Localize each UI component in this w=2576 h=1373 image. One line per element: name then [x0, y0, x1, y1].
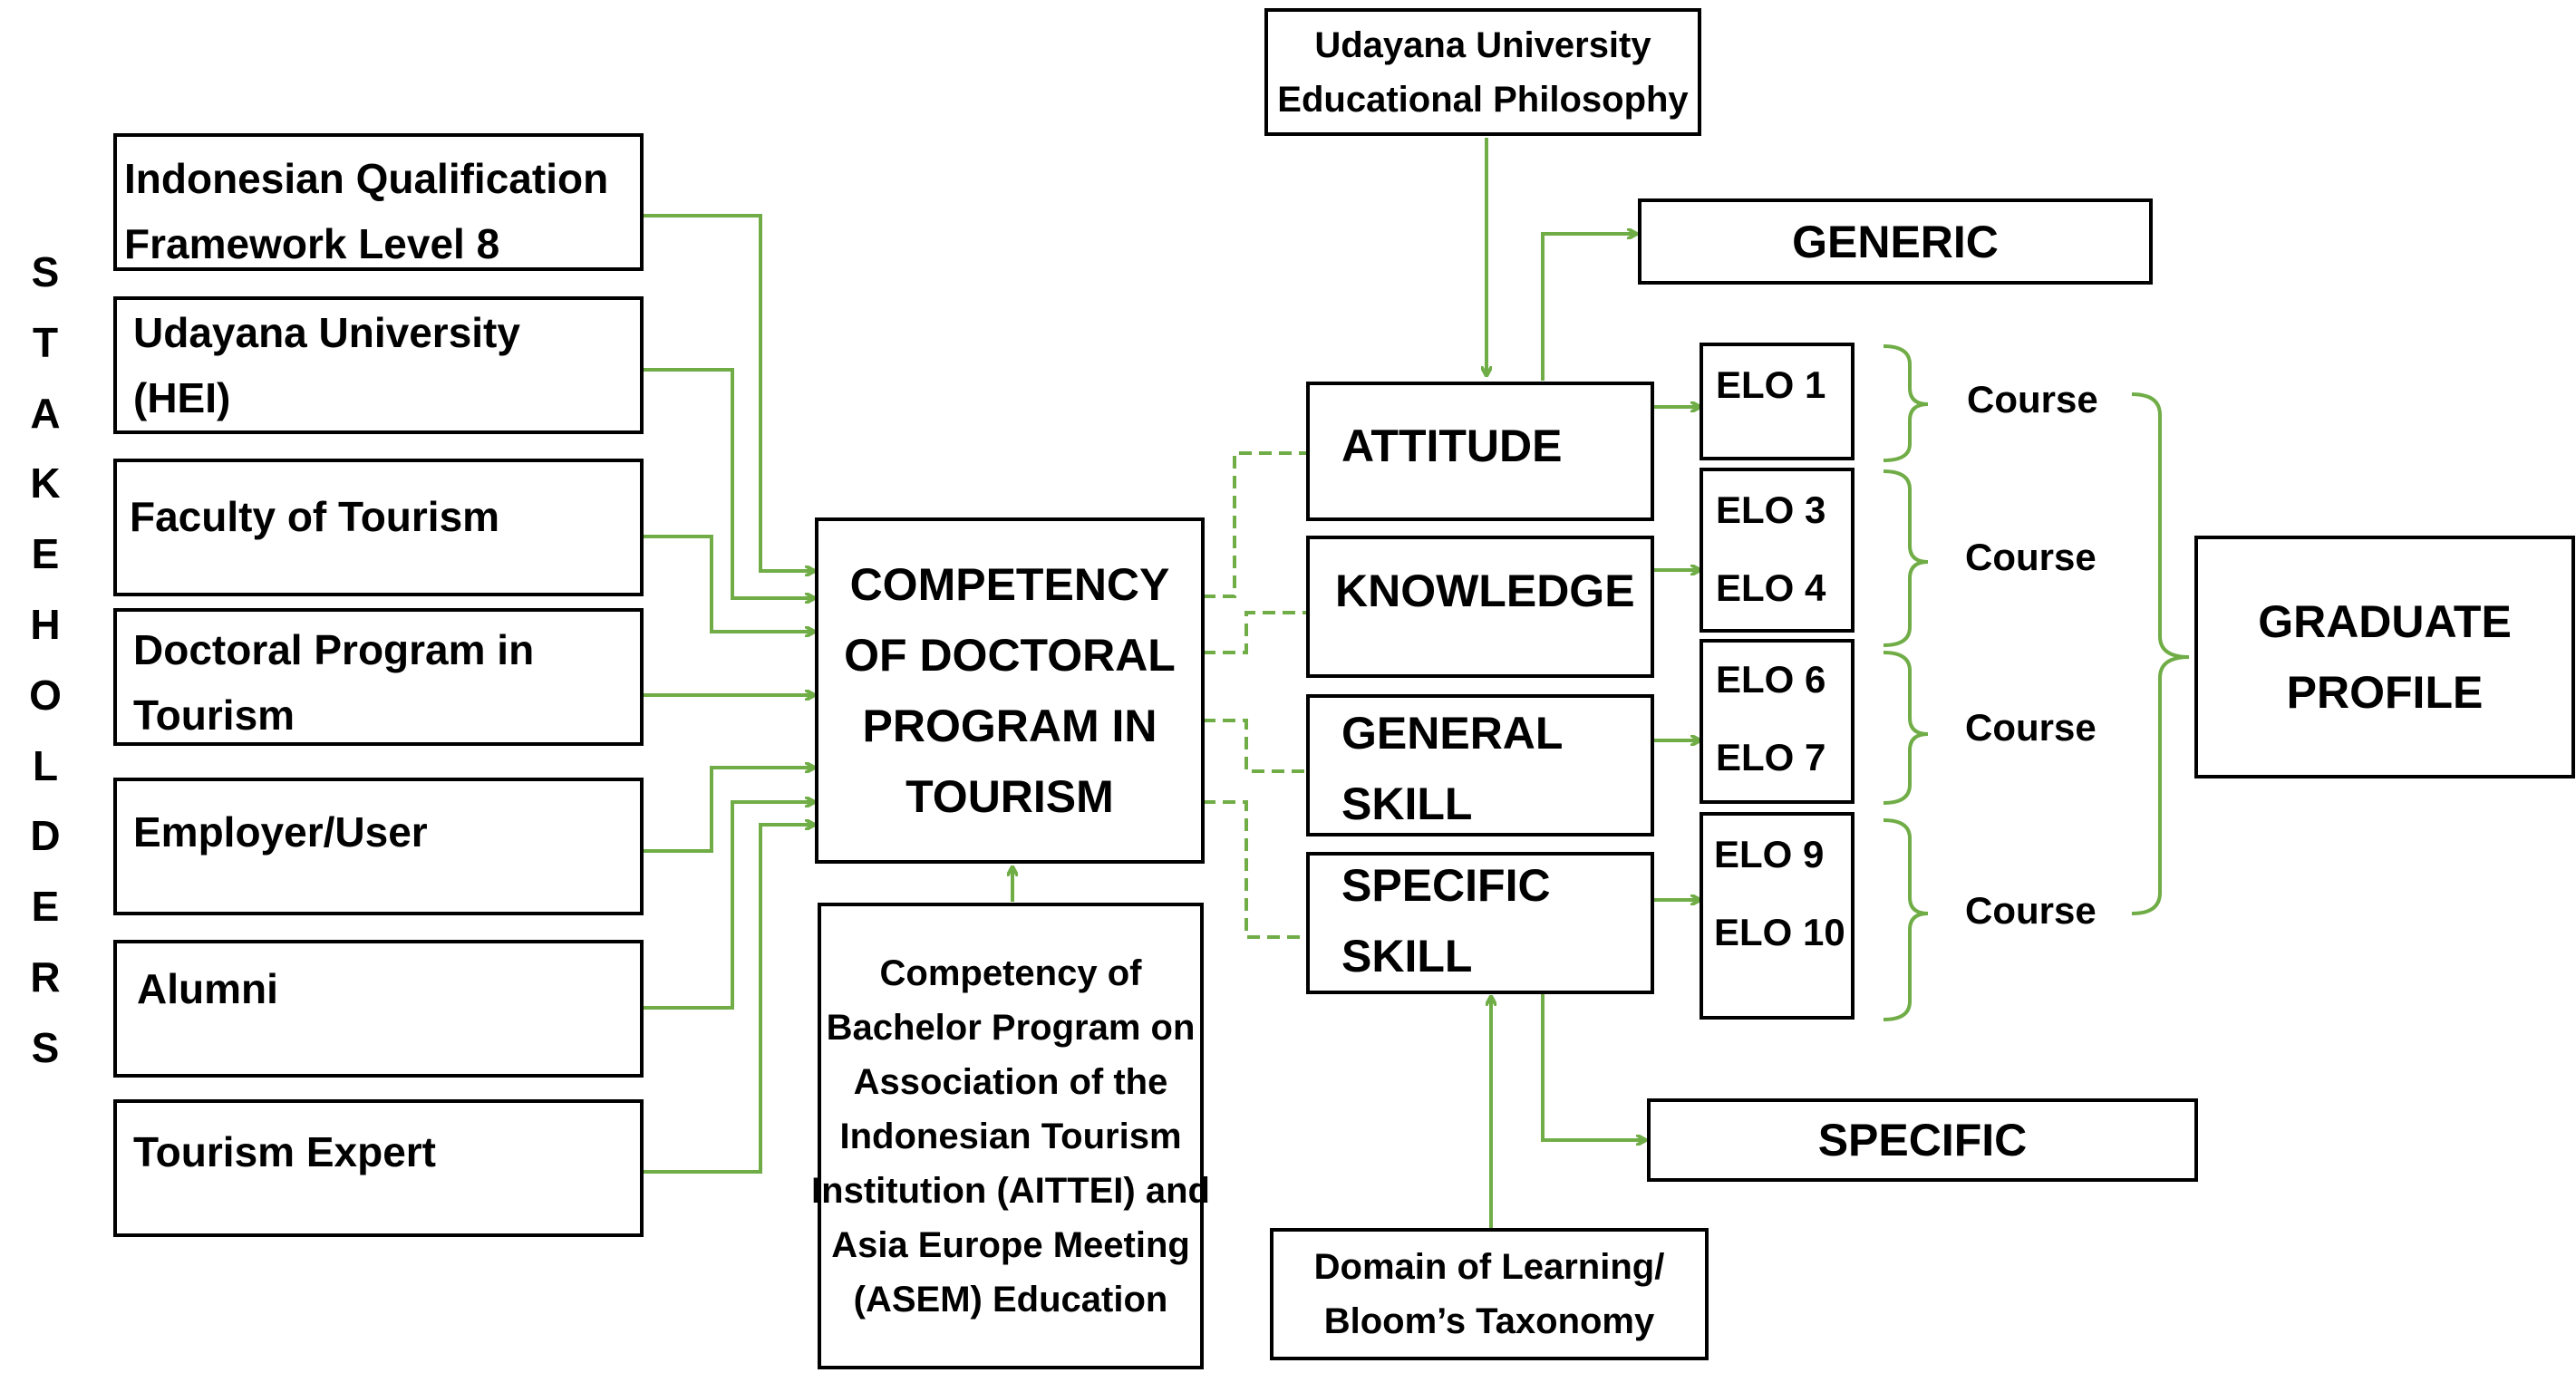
knowledge-label: KNOWLEDGE	[1335, 566, 1635, 616]
arrow-faculty-to-competency	[642, 535, 814, 632]
stakeholder-line: Employer/User	[133, 808, 428, 856]
stakeholder-faculty-of-tourism: Faculty of Tourism	[113, 459, 644, 596]
domain-learning-line: Bloom’s Taxonomy	[1323, 1301, 1655, 1341]
elo-label: ELO 10	[1714, 911, 1845, 953]
elo-label: ELO 6	[1716, 658, 1826, 701]
brace-elo-group-1	[1883, 344, 1929, 462]
brace-elo-group-4	[1883, 818, 1929, 1021]
stakeholders-letter: L	[32, 741, 59, 789]
stakeholder-line: (HEI)	[133, 374, 231, 421]
graduate-profile-line: GRADUATE	[2258, 596, 2512, 647]
stakeholder-line: Faculty of Tourism	[130, 493, 500, 540]
stakeholders-letter: R	[30, 952, 61, 1001]
elo-box-4: ELO 9 ELO 10	[1700, 812, 1855, 1020]
generic-label: GENERIC	[1792, 216, 1999, 267]
philosophy-line: Educational Philosophy	[1277, 79, 1689, 120]
stakeholder-alumni: Alumni	[113, 940, 644, 1078]
brace-elo-group-3	[1883, 651, 1929, 805]
stakeholder-line: Udayana University	[133, 309, 520, 356]
competency-line: OF DOCTORAL	[844, 630, 1176, 681]
competency-line: TOURISM	[905, 771, 1114, 822]
specific-label: SPECIFIC	[1817, 1115, 2028, 1165]
stakeholders-letter: T	[32, 318, 59, 366]
philosophy-line: Udayana University	[1314, 24, 1651, 65]
competency-line: COMPETENCY	[849, 559, 1170, 610]
arrow-qualification-to-competency	[642, 214, 814, 571]
elo-box-2: ELO 3 ELO 4	[1700, 468, 1855, 633]
specific-box: SPECIFIC	[1647, 1098, 2198, 1182]
stakeholders-letter: S	[31, 1023, 60, 1071]
course-label-2: Course	[1965, 536, 2097, 578]
stakeholders-letter: S	[31, 248, 60, 295]
stakeholder-tourism-expert: Tourism Expert	[113, 1099, 644, 1237]
bachelor-line: Competency of	[879, 952, 1142, 993]
bachelor-line: Bachelor Program on	[826, 1007, 1196, 1048]
educational-philosophy-box: Udayana University Educational Philosoph…	[1264, 8, 1701, 136]
elo-label: ELO 7	[1716, 736, 1826, 778]
arrow-udayana-to-competency	[642, 368, 814, 598]
graduate-profile-box: GRADUATE PROFILE	[2194, 536, 2575, 778]
stakeholders-letter: K	[30, 459, 61, 508]
brace-courses	[2131, 392, 2190, 915]
specific-skill-line: SPECIFIC	[1341, 860, 1551, 911]
stakeholders-letter: E	[31, 530, 60, 578]
bachelor-line: Institution (AITTEI) and	[811, 1170, 1210, 1211]
stakeholders-vertical-label: S T A K E H O L D E R S	[27, 237, 63, 1084]
elo-box-1: ELO 1	[1700, 343, 1855, 460]
course-label-3: Course	[1965, 706, 2097, 749]
stakeholder-qualification-framework: Indonesian Qualification Framework Level…	[113, 133, 644, 271]
course-label-4: Course	[1965, 889, 2097, 932]
elo-label: ELO 1	[1716, 363, 1826, 406]
stakeholder-line: Framework Level 8	[124, 220, 500, 267]
knowledge-box: KNOWLEDGE	[1306, 536, 1654, 678]
stakeholder-line: Indonesian Qualification	[124, 155, 609, 202]
stakeholders-letter: E	[31, 883, 60, 931]
bachelor-line: (ASEM) Education	[853, 1279, 1168, 1320]
stakeholder-line: Alumni	[137, 965, 278, 1012]
stakeholders-letter: O	[29, 671, 62, 719]
course-label-1: Course	[1967, 378, 2098, 421]
general-skill-line: SKILL	[1341, 778, 1473, 829]
stakeholder-udayana-university: Udayana University (HEI)	[113, 296, 644, 434]
dash-competency-to-specific-skill	[1203, 800, 1306, 939]
arrow-alumni-to-competency	[642, 802, 814, 1010]
specific-skill-box: SPECIFIC SKILL	[1306, 852, 1654, 994]
stakeholders-letter: H	[30, 600, 61, 648]
stakeholder-line: Tourism Expert	[133, 1128, 436, 1175]
attitude-box: ATTITUDE	[1306, 382, 1654, 521]
stakeholder-employer-user: Employer/User	[113, 778, 644, 915]
stakeholder-line: Doctoral Program in	[133, 626, 535, 673]
arrow-expert-to-competency	[642, 825, 814, 1174]
arrow-attitude-to-generic	[1541, 234, 1636, 381]
general-skill-line: GENERAL	[1341, 708, 1564, 759]
specific-skill-line: SKILL	[1341, 931, 1473, 981]
attitude-label: ATTITUDE	[1341, 421, 1563, 471]
dash-competency-to-knowledge	[1203, 611, 1306, 654]
bachelor-competency-box: Competency of Bachelor Program on Associ…	[811, 903, 1210, 1369]
stakeholder-line: Tourism	[133, 691, 295, 739]
bachelor-line: Indonesian Tourism	[839, 1116, 1182, 1156]
elo-label: ELO 9	[1714, 833, 1825, 875]
graduate-profile-line: PROFILE	[2286, 667, 2484, 718]
stakeholders-letter: D	[30, 812, 61, 860]
stakeholders-letter: A	[30, 389, 61, 437]
domain-of-learning-box: Domain of Learning/ Bloom’s Taxonomy	[1270, 1228, 1709, 1360]
bachelor-line: Association of the	[853, 1061, 1168, 1102]
bachelor-line: Asia Europe Meeting	[831, 1224, 1190, 1265]
arrow-specific-skill-to-specific	[1541, 994, 1645, 1140]
competency-doctoral-program-box: COMPETENCY OF DOCTORAL PROGRAM IN TOURIS…	[815, 517, 1205, 864]
generic-box: GENERIC	[1638, 198, 2153, 285]
elo-label: ELO 3	[1716, 488, 1826, 531]
general-skill-box: GENERAL SKILL	[1306, 694, 1654, 836]
dash-competency-to-general-skill	[1203, 719, 1306, 773]
brace-elo-group-2	[1883, 469, 1929, 647]
dash-competency-to-attitude	[1203, 451, 1306, 598]
arrow-employer-to-competency	[642, 768, 814, 853]
elo-label: ELO 4	[1716, 566, 1826, 609]
elo-box-3: ELO 6 ELO 7	[1700, 639, 1855, 804]
stakeholder-doctoral-program: Doctoral Program in Tourism	[113, 608, 644, 746]
domain-learning-line: Domain of Learning/	[1313, 1247, 1665, 1287]
competency-line: PROGRAM IN	[862, 701, 1157, 751]
